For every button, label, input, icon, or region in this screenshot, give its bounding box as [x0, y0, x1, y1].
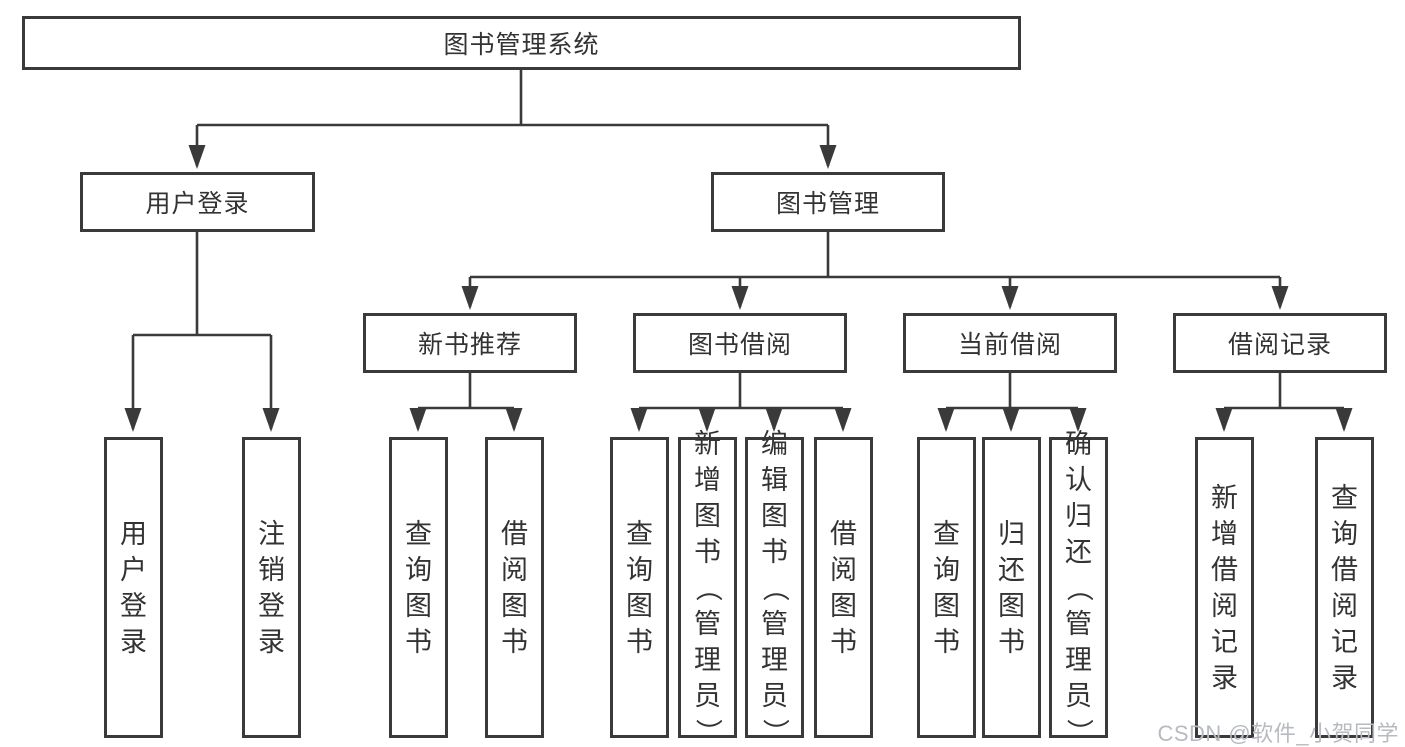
- leaf-borrow-books-newrec: 借阅图书: [485, 437, 544, 738]
- node-new-book-recommendation-label: 新书推荐: [417, 331, 522, 359]
- node-current-borrowing-label: 当前借阅: [957, 331, 1062, 359]
- node-book-management: 图书管理: [711, 172, 945, 232]
- leaf-user-login-label: 用户登录: [120, 518, 147, 657]
- leaf-query-borrow-record: 查询借阅记录: [1315, 437, 1374, 738]
- leaf-query-books-current: 查询图书: [917, 437, 976, 738]
- leaf-user-login: 用户登录: [104, 437, 163, 738]
- connector-book-mgmt-children: [461, 232, 1289, 310]
- node-book-borrowing-label: 图书借阅: [687, 331, 792, 359]
- leaf-query-books-current-label: 查询图书: [933, 518, 960, 657]
- leaf-query-books-borrow: 查询图书: [610, 437, 669, 738]
- leaf-logout-label: 注销登录: [258, 518, 285, 657]
- leaf-add-books-admin-label: 新增图书（管理员）: [692, 428, 723, 746]
- node-current-borrowing: 当前借阅: [903, 313, 1117, 373]
- node-user-login: 用户登录: [80, 172, 315, 232]
- leaf-borrow-books-newrec-label: 借阅图书: [501, 518, 528, 657]
- node-borrowing-records-label: 借阅记录: [1227, 331, 1332, 359]
- connector-book-borrow-children: [630, 373, 852, 432]
- csdn-watermark: CSDN @软件_小贺同学: [1157, 721, 1399, 746]
- leaf-query-borrow-record-label: 查询借阅记录: [1331, 482, 1358, 693]
- node-user-login-label: 用户登录: [145, 190, 250, 218]
- node-root-label: 图书管理系统: [443, 31, 600, 59]
- connector-user-login-children: [124, 232, 280, 432]
- node-root-library-system: 图书管理系统: [22, 16, 1021, 70]
- connector-new-book-rec-children: [409, 373, 523, 432]
- leaf-query-books-newrec: 查询图书: [389, 437, 448, 738]
- leaf-confirm-return-admin: 确认归还（管理员）: [1049, 429, 1108, 745]
- leaf-query-books-newrec-label: 查询图书: [405, 518, 432, 657]
- leaf-borrow-books-borrow: 借阅图书: [814, 437, 873, 738]
- leaf-logout: 注销登录: [242, 437, 301, 738]
- node-borrowing-records: 借阅记录: [1173, 313, 1387, 373]
- connector-current-borrow-children: [937, 373, 1087, 432]
- leaf-return-books-label: 归还图书: [998, 518, 1025, 657]
- node-book-borrowing: 图书借阅: [633, 313, 847, 373]
- leaf-borrow-books-borrow-label: 借阅图书: [830, 518, 857, 657]
- leaf-return-books: 归还图书: [982, 437, 1041, 738]
- leaf-edit-books-admin: 编辑图书（管理员）: [745, 429, 804, 745]
- node-book-management-label: 图书管理: [775, 190, 880, 218]
- leaf-query-books-borrow-label: 查询图书: [626, 518, 653, 657]
- leaf-add-books-admin: 新增图书（管理员）: [678, 429, 737, 745]
- node-new-book-recommendation: 新书推荐: [363, 313, 577, 373]
- leaf-add-borrow-record-label: 新增借阅记录: [1211, 482, 1238, 693]
- leaf-confirm-return-admin-label: 确认归还（管理员）: [1063, 428, 1094, 746]
- connector-root-to-level2: [188, 70, 837, 169]
- leaf-edit-books-admin-label: 编辑图书（管理员）: [759, 428, 790, 746]
- leaf-add-borrow-record: 新增借阅记录: [1195, 437, 1254, 738]
- connector-borrow-records-children: [1215, 373, 1353, 432]
